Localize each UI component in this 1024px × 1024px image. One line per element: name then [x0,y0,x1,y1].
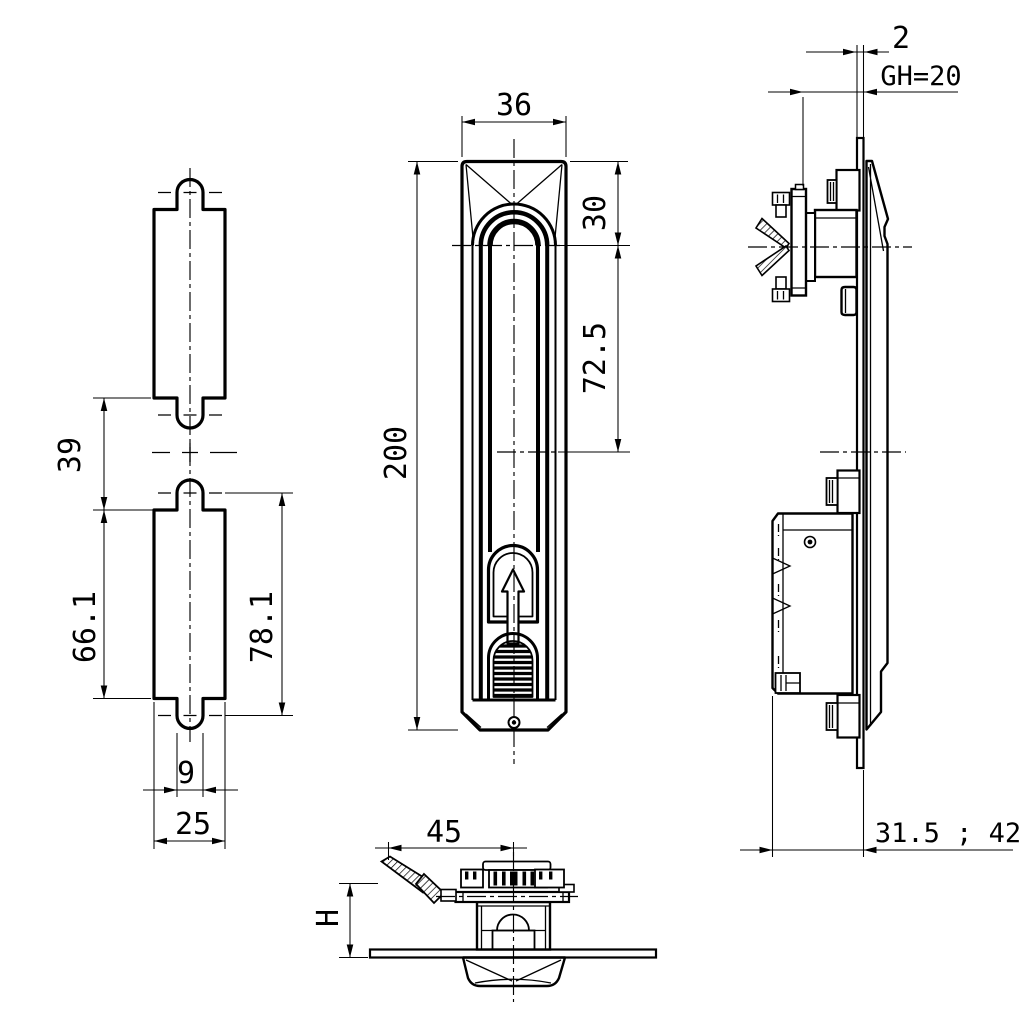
channel-sides [471,245,557,700]
slot-sides [488,245,540,552]
dim-label-mount-depth: 31.5 ; 42 [875,818,1021,849]
bottom-view: 45 H [311,815,658,1002]
dim-label-cutout-pitch: 78.1 [245,591,280,663]
cutout-template-view: 39 66.1 78.1 9 25 [53,168,293,849]
dim-label-front-height: 200 [379,426,414,480]
top-clip [835,168,861,212]
lower-housing-details [772,513,853,694]
handle-side-inner-edges [867,164,885,726]
left-screw-block [460,868,484,889]
dim-label-cutout-slot-width: 9 [177,756,195,791]
dim-front-offsets: 30 72.5 [558,160,630,453]
slot-top-arc [487,218,541,246]
dim-label-cutout-width: 25 [175,807,211,842]
dim-label-handle-height: H [311,909,346,927]
side-view: 2 GH=20 31.5 ; 42 [740,21,1021,857]
dim-label-lever-length: 45 [426,815,462,850]
dim-front-width: 36 [461,88,567,157]
lock-cylinder [790,187,808,297]
cylinder-nub [794,183,805,191]
lower-cutout-outline [152,478,227,731]
bottom-chamfer-edges [465,713,563,728]
dim-label-front-top-offset: 30 [578,195,613,231]
front-view: 36 200 30 72.5 [379,88,630,764]
up-arrow-icon [500,568,526,645]
grip-panel-outline [487,632,539,699]
dim-cutout-pitch: 78.1 [225,492,293,717]
housing-screw-dot [807,539,813,545]
arrow-panel-outline [486,543,540,624]
top-depression-edges [465,164,563,244]
grip-ribs [493,644,533,697]
handle-dome [461,956,567,988]
flange-outline [460,159,568,732]
handle-side-profile [865,159,890,731]
lower-housing [771,512,854,695]
cutout-center-marks [152,191,237,717]
dim-label-cutout-height: 66.1 [68,591,103,663]
dim-grip-height: GH=20 [768,61,962,186]
mid-clip [836,469,861,515]
cam-housing [813,208,858,279]
dim-label-front-axis-offset: 72.5 [578,322,613,394]
dim-cutout-slot-width: 9 [143,733,238,797]
dim-lever-length: 45 [375,815,527,860]
lever-hub [440,888,457,902]
dim-handle-height: H [311,882,378,959]
dim-cutout-gap: 39 66.1 [53,397,173,700]
dim-front-height: 200 [379,160,458,731]
arrow-panel-inner [492,552,534,618]
lever-elbow [414,872,446,905]
clip-below-cam [840,285,858,317]
wing-knob [754,191,791,303]
dim-label-front-width: 36 [496,88,532,123]
dim-label-door-thickness: 2 [892,21,910,56]
dim-label-cutout-gap: 39 [53,437,88,473]
upper-cutout-outline [152,177,227,430]
top-clip-screw [826,179,838,204]
top-clip-screw-slot [829,182,835,201]
handle-sides [478,245,550,699]
bottom-clip [836,693,861,739]
dim-mount-depth: 31.5 ; 42 [740,696,1021,857]
dim-label-grip-height: GH=20 [880,61,961,92]
door-panel [855,136,865,770]
dim-cutout-width: 25 [153,702,226,849]
